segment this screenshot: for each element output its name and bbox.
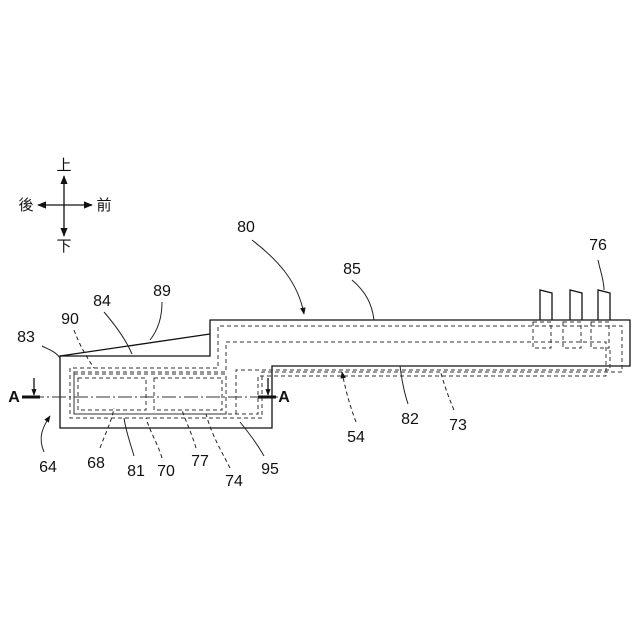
ref-label-68: 68 <box>87 455 105 472</box>
ref-label-81: 81 <box>127 463 145 480</box>
ref-label-95: 95 <box>261 461 279 478</box>
leader-90 <box>74 330 94 368</box>
leader-70 <box>146 418 162 458</box>
leader-83 <box>42 346 60 358</box>
inclined-surface <box>60 334 210 356</box>
ref-label-77: 77 <box>191 453 209 470</box>
direction-front-label: 前 <box>96 196 111 214</box>
module-68 <box>78 378 146 410</box>
leader-80 <box>252 240 304 314</box>
leader-95 <box>240 422 264 456</box>
module-frame <box>74 374 226 414</box>
connector-pin <box>540 290 552 320</box>
ref-label-85: 85 <box>343 261 361 278</box>
ref-label-76: 76 <box>589 237 607 254</box>
connector-pin <box>598 290 610 320</box>
section-label-right: A <box>278 389 290 406</box>
ref-label-73: 73 <box>449 417 467 434</box>
leader-81 <box>124 418 134 456</box>
reference-labels: 80 85 76 89 84 90 83 64 68 81 70 77 74 9… <box>17 219 607 490</box>
connectors-76 <box>533 290 610 348</box>
ref-label-83: 83 <box>17 329 35 346</box>
leader-77 <box>182 410 196 448</box>
leader-54 <box>342 372 356 422</box>
direction-down-label: 下 <box>56 237 71 255</box>
leader-89 <box>150 302 162 340</box>
ref-label-54: 54 <box>347 429 365 446</box>
leader-64 <box>41 416 50 452</box>
leader-76 <box>598 260 604 290</box>
ref-label-84: 84 <box>93 293 111 310</box>
ref-label-90: 90 <box>61 311 79 328</box>
ref-label-80: 80 <box>237 219 255 236</box>
leader-85 <box>352 280 374 320</box>
ref-label-70: 70 <box>157 463 175 480</box>
ref-label-89: 89 <box>153 283 171 300</box>
direction-up-label: 上 <box>56 156 71 174</box>
module-77 <box>154 378 222 410</box>
ref-label-64: 64 <box>39 459 57 476</box>
section-line: A A <box>8 378 290 406</box>
direction-compass: 上 下 後 前 <box>18 156 111 255</box>
ref-label-74: 74 <box>225 473 243 490</box>
connector-pin <box>570 290 582 320</box>
section-label-left: A <box>8 389 20 406</box>
dashed-wiring-73 <box>236 348 610 414</box>
direction-back-label: 後 <box>18 196 33 214</box>
leader-74 <box>206 414 230 468</box>
ref-label-82: 82 <box>401 411 419 428</box>
